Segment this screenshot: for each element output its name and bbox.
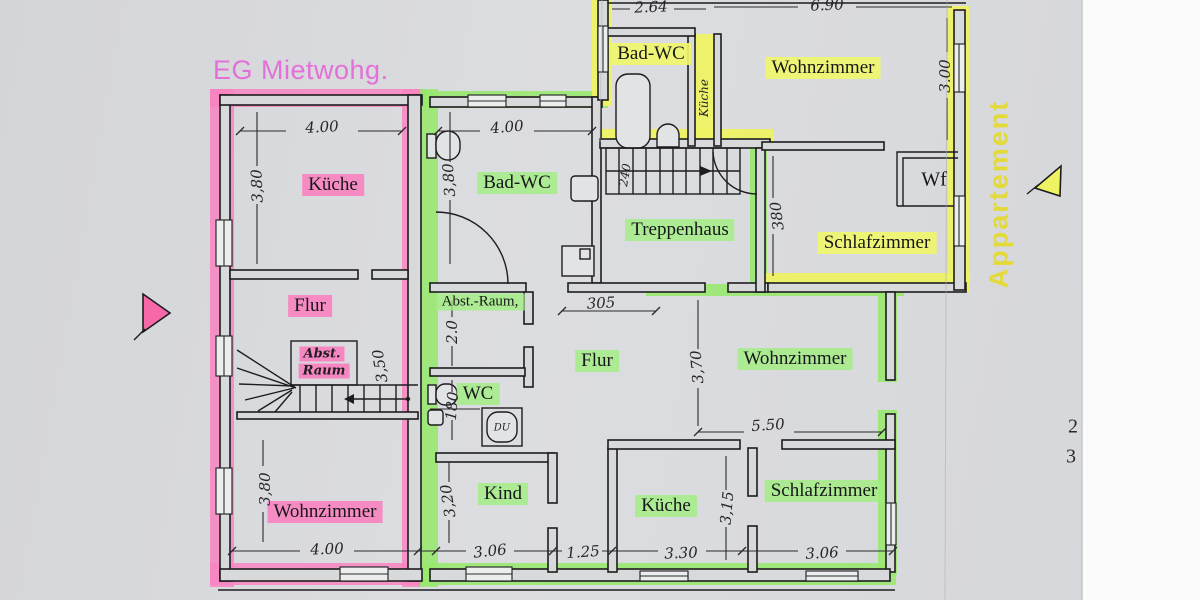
dim-pink-kueche-width: 4.00 <box>304 117 340 137</box>
dim-yellow-schlafzimmer-height: 380 <box>766 200 788 232</box>
green-flat-walls <box>429 96 967 582</box>
room-label-wc-green: WC <box>456 383 500 405</box>
scan-edge-white <box>1082 0 1200 600</box>
room-label-kueche-yellow-vertical: Küche <box>697 79 711 117</box>
dim-green-kind-width: 3.06 <box>472 540 508 562</box>
toilet-icon-yellow <box>656 123 680 148</box>
dim-green-wohnzimmer-height: 3,70 <box>686 349 708 385</box>
bathtub-icon <box>615 73 651 149</box>
dim-yellow-right-height: 3.00 <box>936 59 954 93</box>
appartement-label: Appartement <box>983 99 1014 289</box>
room-label-wohnzimmer-yellow: Wohnzimmer <box>765 57 881 79</box>
dim-pink-kueche-height: 3,80 <box>247 168 267 204</box>
room-label-wohnzimmer-pink: Wohnzimmer <box>267 501 383 523</box>
edge-cut-text-top: 2 <box>1068 415 1078 438</box>
shower-du-icon <box>481 407 523 447</box>
dim-green-badwc-height: 3,80 <box>438 162 460 198</box>
dim-green-kueche-height: 3,15 <box>716 490 738 526</box>
dim-green-wohnzimmer-width: 5.50 <box>750 414 786 436</box>
room-label-kind: Kind <box>478 483 528 505</box>
room-label-treppenhaus: Treppenhaus <box>625 219 735 241</box>
plan-title: EG Mietwohg. <box>213 55 389 85</box>
room-label-wohnzimmer-green: Wohnzimmer <box>737 348 853 370</box>
dim-yellow-badwc-width: 2.64 <box>633 0 669 17</box>
dim-green-wc-height: 180 <box>441 390 463 422</box>
entrance-arrow-yellow <box>1026 164 1062 198</box>
dim-green-corridor-width: 1.25 <box>565 541 601 563</box>
stairs-pink-flat <box>236 340 418 413</box>
room-label-kueche-green: Küche <box>635 495 697 517</box>
room-label-abstraum-green: Abst.-Raum, <box>435 293 525 311</box>
shower-du-label: DU <box>493 422 511 434</box>
paper-crease <box>944 0 948 600</box>
room-label-kueche-pink: Küche <box>302 174 364 196</box>
room-label-badwc-yellow: Bad-WC <box>611 43 691 65</box>
room-label-abstraum-pink-1: Abst. <box>299 346 345 362</box>
room-label-badwc-green: Bad-WC <box>477 172 557 194</box>
windows <box>215 25 966 582</box>
shower-icon-badwc-green <box>561 175 599 277</box>
entrance-arrow-pink <box>133 292 172 341</box>
paper-crease-top <box>599 0 603 143</box>
dim-green-kueche-width: 3.30 <box>663 543 699 563</box>
dimension-lines <box>227 6 952 560</box>
dim-green-badwc-width: 4.00 <box>489 116 525 138</box>
dim-pink-wohnzimmer-width: 4.00 <box>309 539 345 559</box>
dim-green-flur-width: 305 <box>586 293 616 313</box>
wf-niche <box>896 151 958 206</box>
dim-green-abstraum-height: 2.0 <box>443 320 461 344</box>
room-label-wf: Wf <box>921 168 947 191</box>
room-label-flur-pink: Flur <box>288 295 332 317</box>
dim-green-schlafzimmer-width: 3.06 <box>804 543 840 563</box>
room-label-schlafzimmer-yellow: Schlafzimmer <box>817 232 937 254</box>
room-label-abstraum-pink-2: Raum <box>298 363 350 379</box>
room-label-schlafzimmer-green: Schlafzimmer <box>764 480 884 502</box>
room-label-flur-green: Flur <box>575 350 619 372</box>
edge-cut-text-bottom: 3 <box>1066 445 1076 468</box>
toilet-icon-badwc-green <box>426 130 461 161</box>
dim-pink-wohnzimmer-height: 3,80 <box>256 472 274 506</box>
dim-yellow-wohnzimmer-width: 6.90 <box>809 0 845 15</box>
